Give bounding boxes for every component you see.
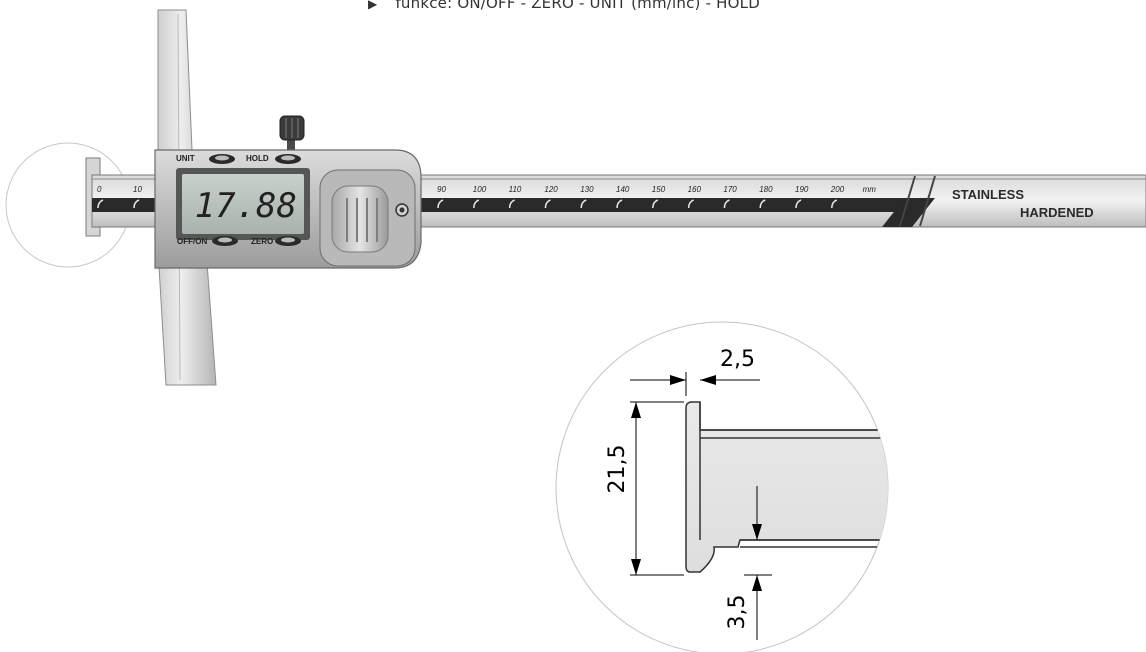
scale-label: 170	[723, 185, 737, 194]
scale-label: 140	[616, 185, 630, 194]
zero-button[interactable]: ZERO	[251, 236, 301, 246]
scale-tick	[580, 199, 587, 209]
thumb-grip[interactable]	[331, 185, 389, 253]
scale-label: 120	[544, 185, 558, 194]
dim-tip-width-label: 2,5	[720, 347, 755, 372]
dim-height-label: 21,5	[605, 445, 630, 494]
scale-tick	[616, 199, 623, 209]
unit-button[interactable]: UNIT	[176, 154, 235, 164]
lcd-display: 17.88	[176, 168, 310, 240]
off-on-button-label: OFF/ON	[177, 237, 207, 246]
off-on-button[interactable]: OFF/ON	[177, 236, 238, 246]
tip-detail-magnifier: 2,5 21,5 3,5	[555, 321, 889, 652]
scale-label: 130	[580, 185, 594, 194]
scale-label: 110	[509, 185, 522, 194]
scale-tick	[795, 199, 802, 209]
scale-label-left: 10	[133, 185, 142, 194]
scale-tick	[544, 199, 551, 209]
scale-tick	[831, 199, 838, 209]
scale-tick	[652, 199, 659, 209]
scale-label: 150	[652, 185, 666, 194]
scale-tick	[437, 199, 444, 209]
scale-tick	[97, 199, 104, 209]
scale-label: 90	[437, 185, 446, 194]
scale-tick	[687, 199, 694, 209]
zero-button-label: ZERO	[251, 237, 273, 246]
scale-label-left: 0	[97, 185, 102, 194]
unit-button-label: UNIT	[176, 154, 195, 163]
scale-unit-label: mm	[863, 185, 877, 194]
play-triangle-icon: ▶	[368, 0, 378, 11]
stamp-stainless: STAINLESS	[952, 187, 1024, 202]
scale-tick	[759, 199, 766, 209]
hold-button-label: HOLD	[246, 154, 269, 163]
caption-text: funkce: ON/OFF - ZERO - UNIT (mm/inc) - …	[395, 0, 760, 12]
locking-screw-icon	[279, 115, 305, 150]
scale-label: 160	[688, 185, 702, 194]
stamp-hardened: HARDENED	[1020, 205, 1094, 220]
scale-label: 200	[830, 185, 845, 194]
scale-label: 100	[473, 185, 487, 194]
scale-tick	[133, 199, 140, 209]
scale-label: 180	[759, 185, 773, 194]
scale-tick	[723, 199, 730, 209]
scale-tick	[508, 199, 515, 209]
dim-step-label: 3,5	[725, 595, 750, 630]
scale-tick	[473, 199, 480, 209]
battery-screw-icon	[395, 203, 409, 217]
function-caption: ▶ funkce: ON/OFF - ZERO - UNIT (mm/inc) -…	[368, 0, 760, 12]
lcd-reading: 17.88	[195, 186, 297, 226]
scale-label: 190	[795, 185, 809, 194]
hold-button[interactable]: HOLD	[246, 154, 301, 164]
beam-scale: 0 10 90 100 110 120 130 140 150 160 170 180 190 200 mm	[97, 185, 877, 209]
